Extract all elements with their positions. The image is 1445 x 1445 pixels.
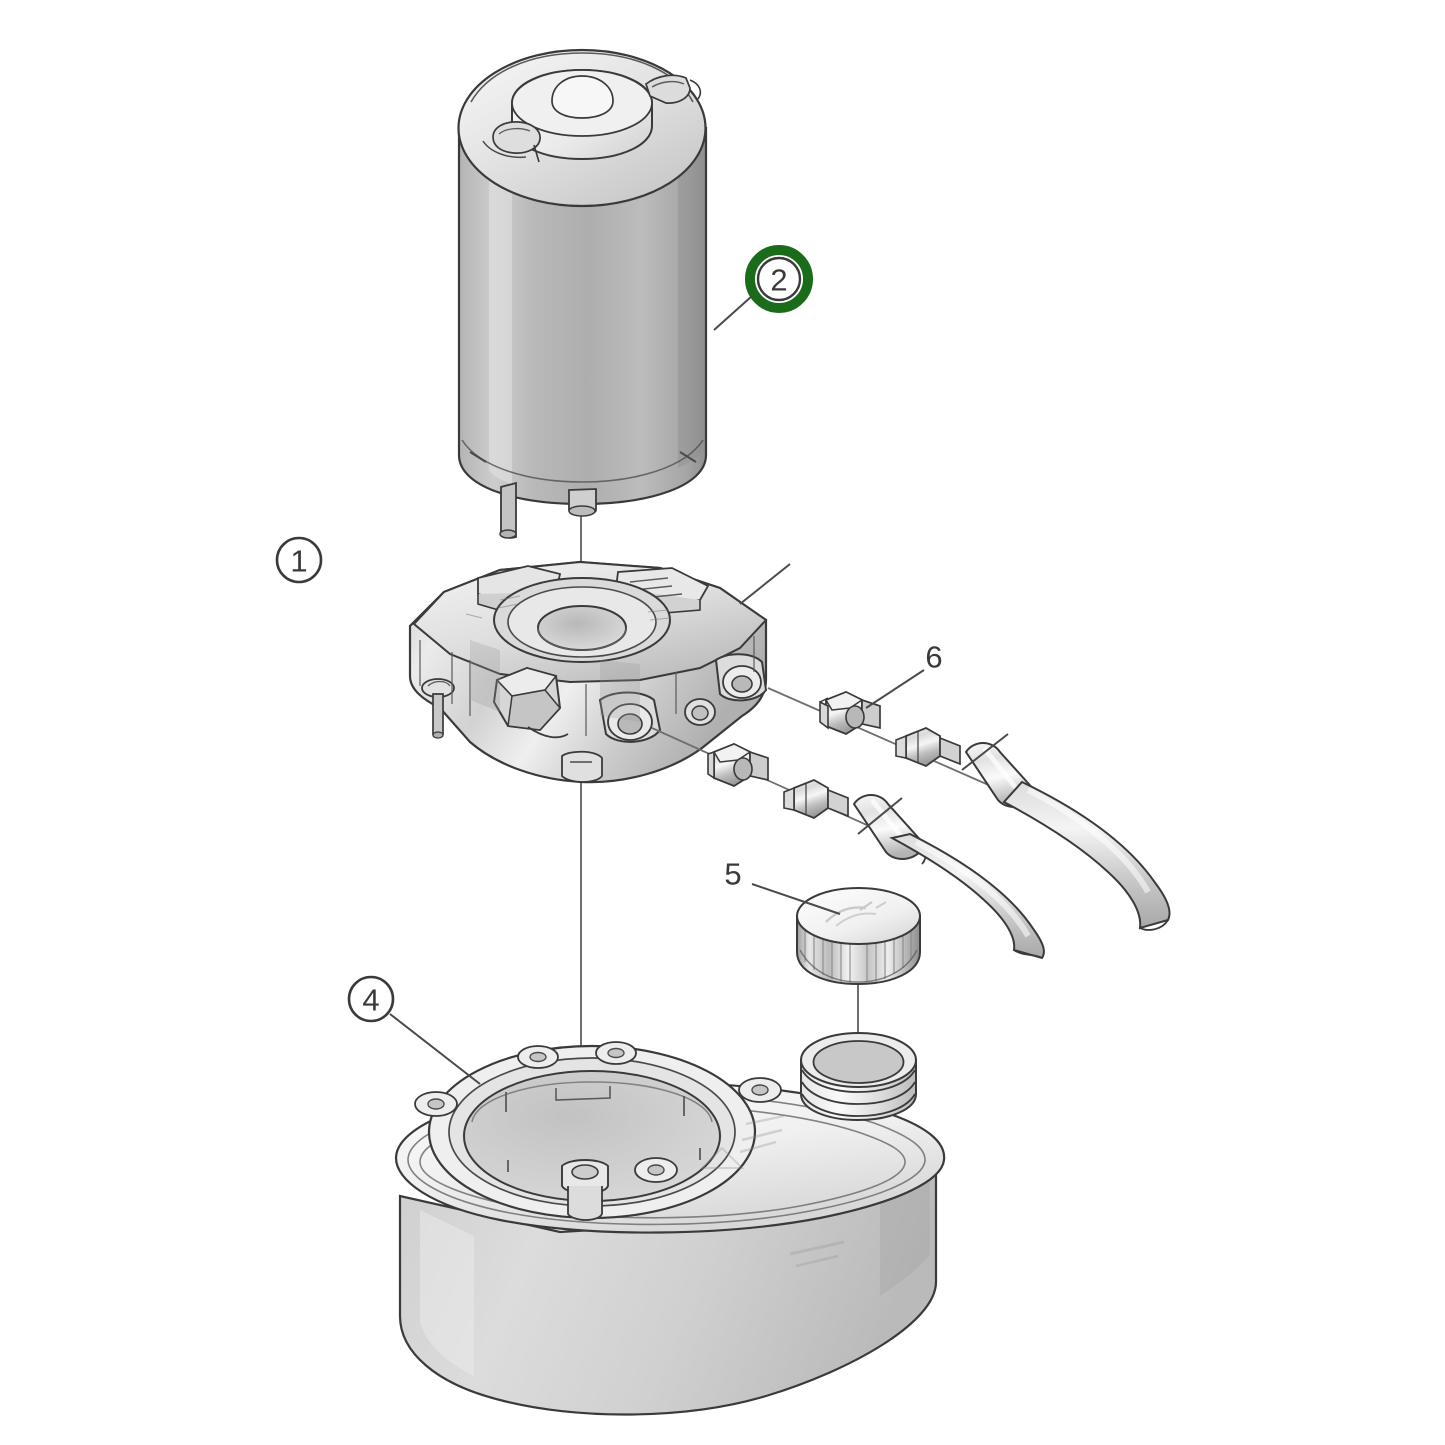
reservoir-body-highlight (420, 1210, 474, 1376)
housing-hex-plug (492, 666, 569, 739)
hose-lower-coupler (783, 779, 849, 820)
housing-bore-inner-shadow (537, 627, 627, 651)
part-electric-motor[interactable] (457, 48, 708, 539)
hose-lower-axis (651, 727, 901, 841)
hose-upper-highlight (1026, 787, 1151, 894)
callout-4-circle (347, 975, 395, 1023)
motor-bottom-rim (461, 439, 704, 483)
reservoir-interior-baffle (555, 1086, 611, 1101)
callout-1-circle (275, 536, 323, 584)
cap-bottom-edge (799, 949, 918, 983)
reservoir-filler-neck (800, 1032, 917, 1122)
part-pump-housing[interactable] (408, 560, 768, 784)
bolt-boss-top-left (517, 1045, 559, 1069)
cap-top-face (796, 887, 921, 945)
reservoir-body (398, 1158, 938, 1416)
motor-center-dome (551, 75, 614, 119)
bolt-boss-right (738, 1077, 782, 1103)
callout-2-circle (756, 256, 802, 302)
filler-neck-opening-inner (812, 1040, 905, 1084)
callout-2-label: 2 (770, 263, 787, 298)
reservoir-body-shadow (880, 1172, 930, 1296)
callout-6[interactable]: 6 (925, 640, 942, 675)
cap-embossed-logo (825, 901, 887, 927)
unlabeled-leader-lines (739, 563, 1009, 835)
housing-inner-shading (470, 640, 640, 722)
hose-assembly-lower[interactable] (651, 727, 1045, 960)
hose-upper-tube (1002, 780, 1171, 930)
housing-port-right (714, 653, 768, 702)
callout-2-leader (713, 295, 753, 331)
leader-hose-upper (961, 733, 1009, 771)
motor-locating-pin (499, 481, 517, 539)
motor-bolt-head-left (482, 121, 541, 163)
hose-upper-end-face (1139, 919, 1169, 931)
housing-stud-left (421, 678, 455, 739)
callout-6-label: 6 (925, 640, 942, 675)
hose-lower-highlight (914, 839, 1031, 938)
callout-leader-lines (389, 295, 925, 1085)
part-filler-cap[interactable] (796, 887, 921, 986)
bolt-boss-bottom-right (634, 1157, 678, 1183)
callout-5-label: 5 (724, 857, 741, 892)
motor-drive-shaft (568, 488, 597, 517)
callout-4-leader (389, 1013, 481, 1085)
housing-side-ribs (419, 636, 755, 736)
hose-lower-hex-nut (707, 742, 769, 788)
leader-housing-upper (739, 563, 791, 605)
part-fluid-reservoir[interactable] (394, 1032, 946, 1416)
callout-4-label: 4 (362, 983, 379, 1018)
hose-lower-end-face (1013, 949, 1043, 959)
motor-bolt-head-right (644, 74, 702, 104)
callout-2[interactable]: 2 (745, 245, 813, 313)
motor-vent-slot-left (469, 451, 487, 463)
callout-4[interactable]: 4 (347, 975, 395, 1023)
motor-barrel-highlight (489, 140, 512, 484)
motor-vent-slot-right (679, 451, 697, 463)
bolt-boss-top-right (595, 1041, 637, 1065)
hose-upper-coupler (895, 727, 961, 768)
hose-upper-axis (767, 687, 1001, 791)
callout-5-leader (751, 883, 841, 915)
callout-1[interactable]: 1 (275, 536, 323, 584)
callout-5[interactable]: 5 (724, 857, 741, 892)
reservoir-material-marking (699, 1114, 785, 1169)
bolt-boss-left (414, 1091, 458, 1117)
reservoir-interior-wall (471, 1081, 713, 1123)
motor-barrel-shadow (678, 138, 704, 468)
filler-neck-threads (801, 1069, 916, 1117)
hose-assembly-upper[interactable] (767, 687, 1171, 931)
housing-deck-texture (465, 595, 671, 621)
callout-1-label: 1 (290, 544, 307, 579)
hose-upper-hex-nut (819, 690, 881, 736)
callout-6-leader (865, 669, 925, 709)
reservoir-mount-tab-front (561, 1159, 609, 1221)
housing-mount-lug-front (561, 750, 603, 783)
reservoir-front-marking (789, 1240, 845, 1268)
leader-hose-lower (857, 797, 903, 835)
reservoir-bolt-bosses (414, 1041, 782, 1183)
housing-port-front (598, 691, 662, 743)
housing-port-small (684, 698, 716, 726)
